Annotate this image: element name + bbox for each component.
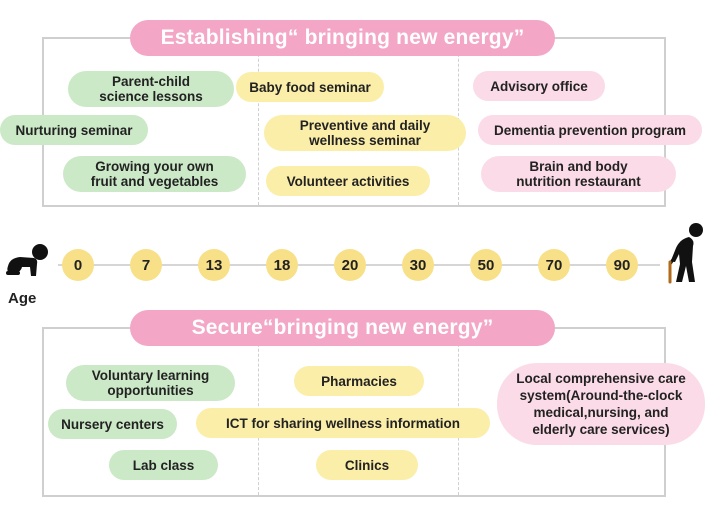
age-dot-50: 50	[470, 249, 502, 281]
local-comprehensive-care-system: Local comprehensive care system(Around-t…	[497, 363, 705, 445]
pharmacies: Pharmacies	[294, 366, 424, 396]
preventive-wellness-seminar: Preventive and daily wellness seminar	[264, 115, 466, 151]
age-dot-90: 90	[606, 249, 638, 281]
brain-body-nutrition-restaurant: Brain and body nutrition restaurant	[481, 156, 676, 192]
top-divider-left	[258, 39, 259, 205]
age-dot-30: 30	[402, 249, 434, 281]
nursery-centers: Nursery centers	[48, 409, 177, 439]
age-dot-7: 7	[130, 249, 162, 281]
crawling-baby-icon	[6, 244, 48, 276]
age-dot-70: 70	[538, 249, 570, 281]
parent-child-science-lessons: Parent-child science lessons	[68, 71, 234, 107]
age-dot-13: 13	[198, 249, 230, 281]
nurturing-seminar: Nurturing seminar	[0, 115, 148, 145]
ict-wellness-information: ICT for sharing wellness information	[196, 408, 490, 438]
top-section-title: Establishing“ bringing new energy”	[130, 20, 555, 56]
elderly-with-cane-icon	[668, 223, 703, 284]
advisory-office: Advisory office	[473, 71, 605, 101]
clinics: Clinics	[316, 450, 418, 480]
bottom-section-title: Secure“bringing new energy”	[130, 310, 555, 346]
baby-food-seminar: Baby food seminar	[236, 72, 384, 102]
dementia-prevention-program: Dementia prevention program	[478, 115, 702, 145]
lab-class: Lab class	[109, 450, 218, 480]
age-dot-18: 18	[266, 249, 298, 281]
volunteer-activities: Volunteer activities	[266, 166, 430, 196]
growing-fruit-vegetables: Growing your own fruit and vegetables	[63, 156, 246, 192]
voluntary-learning-opportunities: Voluntary learning opportunities	[66, 365, 235, 401]
age-dot-0: 0	[62, 249, 94, 281]
age-dot-20: 20	[334, 249, 366, 281]
age-label: Age	[8, 290, 37, 307]
